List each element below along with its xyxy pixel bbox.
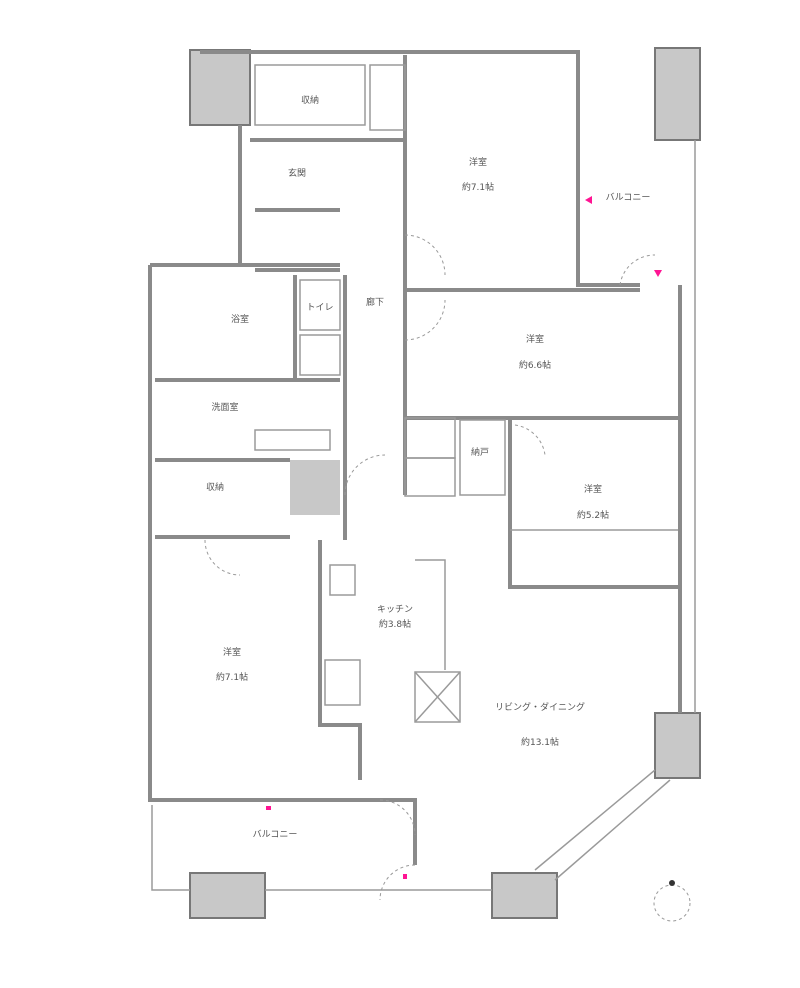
- door-swing: [204, 539, 241, 576]
- marker: [403, 874, 407, 879]
- compass-icon: [653, 884, 691, 922]
- wall: [508, 418, 680, 589]
- compass-north-icon: [669, 880, 675, 886]
- door-swing: [514, 424, 546, 456]
- closet-top-right: [369, 64, 406, 131]
- door-swing: [379, 799, 416, 836]
- stove: [329, 564, 356, 596]
- marker: [266, 806, 271, 810]
- pillar-bottom-left: [189, 872, 266, 919]
- pipe-space: [290, 460, 340, 515]
- label-storage-mid: 納戸: [471, 446, 489, 458]
- label-western2: 洋室: [526, 333, 544, 345]
- label-entrance: 玄関: [288, 167, 306, 179]
- label-living-area: 約13.1帖: [521, 736, 559, 748]
- label-bath: 浴室: [231, 313, 249, 325]
- label-western1-area: 約7.1帖: [462, 181, 494, 193]
- label-hall: 廊下: [366, 296, 384, 308]
- label-western1: 洋室: [469, 156, 487, 168]
- pillar-bottom-right: [491, 872, 558, 919]
- outer-wall-left: [148, 265, 417, 865]
- refrigerator-space: [414, 671, 461, 723]
- door-swing: [379, 864, 416, 901]
- toilet-box: [299, 279, 341, 331]
- storage: [459, 419, 506, 496]
- label-storage: 収納: [301, 94, 319, 106]
- pillar-right: [654, 712, 701, 779]
- closet: [404, 457, 456, 497]
- label-western3: 洋室: [584, 483, 602, 495]
- door-swing: [404, 299, 446, 341]
- pillar-top-right: [654, 47, 701, 141]
- closet-top: [254, 64, 366, 126]
- label-western2-area: 約6.6帖: [519, 359, 551, 371]
- door-swing: [344, 454, 386, 496]
- label-living: リビング・ダイニング: [495, 701, 585, 713]
- kitchen-counter: [415, 559, 446, 670]
- pillar-top-left: [189, 49, 251, 126]
- marker: [585, 196, 592, 204]
- label-western4-area: 約7.1帖: [216, 671, 248, 683]
- cross-line: [414, 671, 461, 723]
- door-swing: [404, 234, 446, 276]
- door-swing: [619, 254, 656, 286]
- label-balcony-east: バルコニー: [606, 192, 651, 203]
- kitchen-wall: [318, 540, 362, 780]
- label-washroom: 洗面室: [211, 401, 238, 413]
- sink: [324, 659, 361, 706]
- marker: [654, 270, 662, 277]
- label-balcony-south: バルコニー: [253, 829, 298, 840]
- label-kitchen-area: 約3.8帖: [379, 618, 411, 630]
- label-western3-area: 約5.2帖: [577, 509, 609, 521]
- washstand: [299, 334, 341, 376]
- balcony-rail: [151, 805, 190, 891]
- label-closet: 収納: [206, 481, 224, 493]
- outer-wall-top: [200, 50, 640, 287]
- shelf: [254, 429, 331, 451]
- window-angled: [554, 779, 671, 881]
- label-kitchen: キッチン: [377, 604, 413, 615]
- shoe-closet: [404, 417, 456, 459]
- label-toilet: トイレ: [306, 303, 333, 313]
- label-western4: 洋室: [223, 646, 241, 658]
- window-angled: [534, 769, 656, 871]
